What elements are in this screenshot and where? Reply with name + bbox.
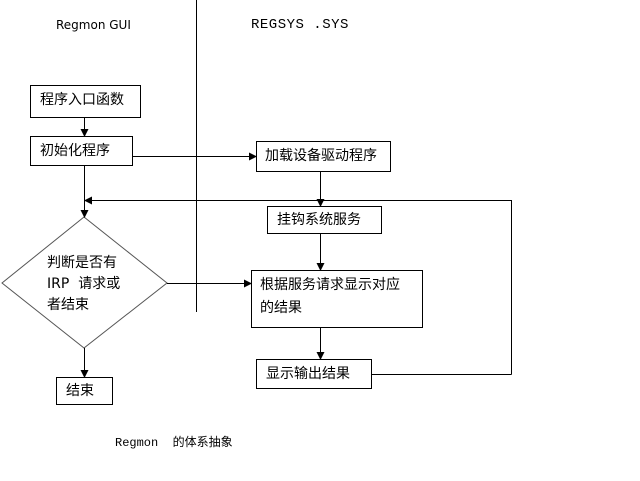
- hook-services-label: 挂钩系统服务: [277, 212, 361, 228]
- diagram-caption: Regmon 的体系抽象: [115, 436, 233, 450]
- decision-label-line2: IRP 请求或: [47, 276, 121, 292]
- header-regmon-gui: Regmon GUI: [56, 18, 131, 32]
- end-box: [56, 377, 113, 405]
- header-regsys-sys: REGSYS .SYS: [251, 17, 349, 33]
- entry-label: 程序入口函数: [40, 92, 124, 108]
- hook-services-box: [267, 206, 382, 234]
- decision-label-line1: 判断是否有: [47, 255, 117, 271]
- init-box: [30, 136, 133, 166]
- load-driver-box: [256, 141, 391, 172]
- load-driver-label: 加载设备驱动程序: [265, 148, 377, 164]
- show-result-box: [251, 270, 423, 328]
- output-result-label: 显示输出结果: [266, 366, 350, 382]
- init-label: 初始化程序: [40, 143, 110, 159]
- show-result-label-line2: 的结果: [260, 300, 302, 316]
- output-result-box: [256, 359, 372, 389]
- decision-label-line3: 者结束: [47, 297, 89, 313]
- entry-box: [30, 85, 141, 118]
- show-result-label-line1: 根据服务请求显示对应: [260, 277, 400, 293]
- end-label: 结束: [66, 383, 94, 399]
